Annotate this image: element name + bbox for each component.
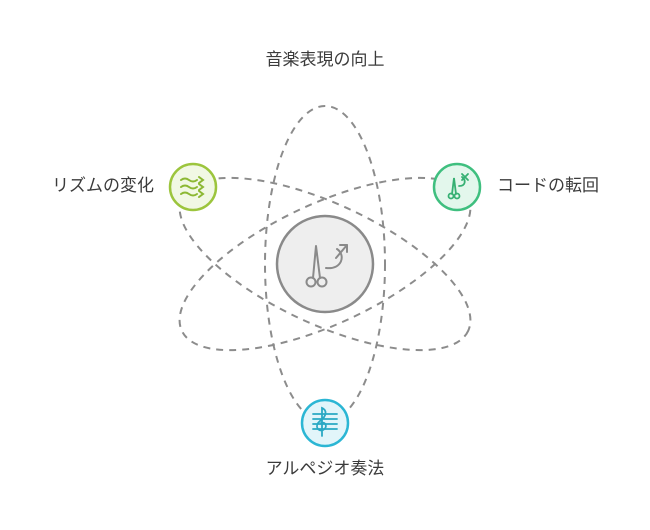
chord-node[interactable] bbox=[432, 162, 482, 212]
center-node bbox=[275, 214, 375, 314]
scissors-x-icon bbox=[447, 173, 469, 200]
treble-clef-staff-icon bbox=[312, 406, 338, 437]
rhythm-label: リズムの変化 bbox=[52, 176, 154, 196]
chord-label: コードの転回 bbox=[497, 176, 599, 196]
orbit-vertical bbox=[264, 105, 386, 423]
orbit-diagonal-a bbox=[178, 176, 472, 352]
arpeggio-node[interactable] bbox=[300, 398, 350, 448]
rhythm-node[interactable] bbox=[168, 162, 218, 212]
diagram-title: 音楽表現の向上 bbox=[265, 50, 385, 70]
waves-icon bbox=[180, 176, 205, 198]
scissors-arrow-icon bbox=[305, 244, 348, 288]
arpeggio-label: アルペジオ奏法 bbox=[265, 459, 385, 479]
